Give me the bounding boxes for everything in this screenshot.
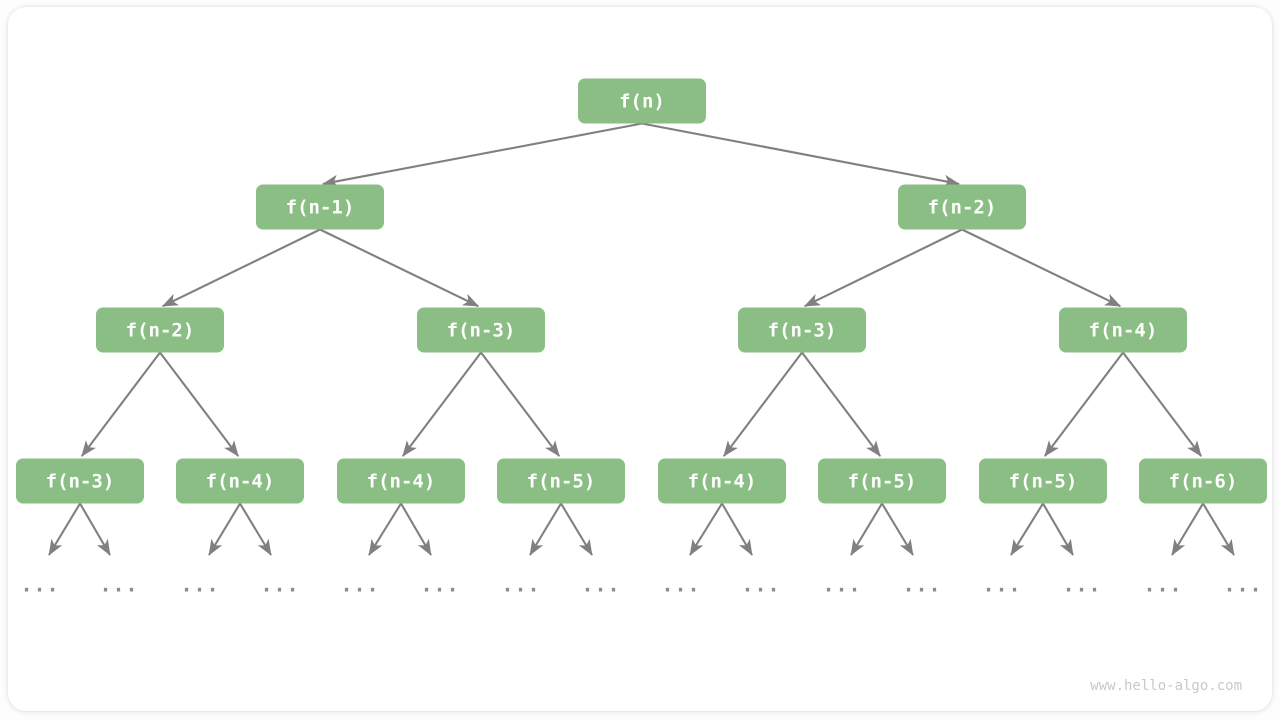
tree-node-label: f(n-4)	[206, 471, 275, 493]
tree-node[interactable]: f(n-3)	[16, 458, 144, 504]
tree-node-label: f(n-2)	[126, 320, 195, 342]
tree-edge-leaf	[1171, 502, 1204, 556]
ellipsis-marker: ...	[1143, 573, 1182, 597]
tree-edge-leaf	[881, 502, 914, 556]
tree-node-label: f(n-5)	[527, 471, 596, 493]
tree-node-box	[658, 458, 786, 504]
tree-node-label: f(n-6)	[1169, 471, 1238, 493]
tree-node-box	[337, 458, 465, 504]
tree-node-box	[497, 458, 625, 504]
tree-node-label: f(n-3)	[447, 320, 516, 342]
tree-edge	[1122, 351, 1203, 457]
tree-edge	[80, 351, 161, 457]
tree-node-box	[1139, 458, 1267, 504]
tree-edge-leaf	[689, 502, 723, 556]
tree-edge	[322, 122, 643, 188]
tree-edge	[319, 228, 480, 308]
tree-node[interactable]: f(n-4)	[176, 458, 304, 504]
tree-node-box	[738, 307, 866, 353]
tree-node[interactable]: f(n-4)	[337, 458, 465, 504]
tree-node-box	[16, 458, 144, 504]
ellipsis-marker: ...	[99, 573, 138, 597]
tree-node[interactable]: f(n-5)	[497, 458, 625, 504]
tree-edge-leaf	[239, 502, 272, 556]
tree-node[interactable]: f(n-5)	[818, 458, 946, 504]
edges-layer	[80, 122, 1203, 457]
ellipsis-marker: ...	[822, 573, 861, 597]
ellipsis-marker: ...	[420, 573, 459, 597]
ellipsis-marker: ...	[982, 573, 1021, 597]
tree-node-box	[256, 184, 384, 230]
tree-node[interactable]: f(n-2)	[96, 307, 224, 353]
tree-node-box	[1059, 307, 1187, 353]
tree-edge-leaf	[208, 502, 241, 556]
tree-edge	[801, 351, 882, 457]
tree-node-box	[578, 78, 706, 124]
ellipsis-marker: ...	[661, 573, 700, 597]
tree-edge-leaf	[368, 502, 402, 556]
ellipsis-layer: ........................................…	[20, 573, 1262, 597]
tree-edge-leaf	[48, 502, 81, 556]
tree-edge	[1043, 351, 1124, 457]
tree-edge-leaf	[721, 502, 753, 556]
tree-node-label: f(n-4)	[1089, 320, 1158, 342]
ellipsis-marker: ...	[902, 573, 941, 597]
tree-edge-leaf	[1010, 502, 1044, 556]
nodes-layer: f(n) f(n-1) f(n-2) f(n-2) f(n-3) f(n-3) f(n-4)…	[16, 78, 1267, 504]
ellipsis-marker: ...	[1223, 573, 1262, 597]
tree-node[interactable]: f(n)	[578, 78, 706, 124]
watermark: www.hello-algo.com	[1090, 678, 1242, 694]
tree-node-label: f(n-1)	[286, 197, 355, 219]
tree-edge	[803, 228, 963, 308]
tree-edge	[722, 351, 803, 457]
tree-node[interactable]: f(n-1)	[256, 184, 384, 230]
tree-node[interactable]: f(n-4)	[1059, 307, 1187, 353]
tree-node-label: f(n-5)	[1009, 471, 1078, 493]
tree-node-label: f(n-4)	[367, 471, 436, 493]
tree-node-label: f(n)	[619, 91, 665, 113]
tree-edge-leaf	[560, 502, 593, 556]
ellipsis-edges-layer	[48, 502, 1235, 556]
tree-edge-leaf	[1042, 502, 1074, 556]
tree-node[interactable]: f(n-2)	[898, 184, 1026, 230]
tree-node[interactable]: f(n-3)	[738, 307, 866, 353]
ellipsis-marker: ...	[1062, 573, 1101, 597]
tree-node-label: f(n-3)	[768, 320, 837, 342]
tree-node[interactable]: f(n-3)	[417, 307, 545, 353]
tree-edge	[401, 351, 482, 457]
tree-node[interactable]: f(n-6)	[1139, 458, 1267, 504]
ellipsis-marker: ...	[180, 573, 219, 597]
tree-node[interactable]: f(n-5)	[979, 458, 1107, 504]
tree-edge-leaf	[529, 502, 562, 556]
tree-node-label: f(n-5)	[848, 471, 917, 493]
tree-node-label: f(n-4)	[688, 471, 757, 493]
tree-edge	[159, 351, 240, 457]
ellipsis-marker: ...	[20, 573, 59, 597]
tree-node-box	[176, 458, 304, 504]
tree-edge-leaf	[400, 502, 432, 556]
ellipsis-marker: ...	[340, 573, 379, 597]
ellipsis-marker: ...	[581, 573, 620, 597]
tree-node-label: f(n-2)	[928, 197, 997, 219]
ellipsis-marker: ...	[741, 573, 780, 597]
ellipsis-marker: ...	[501, 573, 540, 597]
ellipsis-marker: ...	[260, 573, 299, 597]
tree-edge-leaf	[1202, 502, 1235, 556]
tree-edge	[480, 351, 561, 457]
tree-node-label: f(n-3)	[46, 471, 115, 493]
tree-edge-leaf	[850, 502, 883, 556]
tree-edge	[641, 122, 960, 188]
tree-edge	[961, 228, 1122, 308]
tree-node[interactable]: f(n-4)	[658, 458, 786, 504]
tree-edge	[161, 228, 321, 308]
tree-edge-leaf	[79, 502, 111, 556]
tree-node-box	[96, 307, 224, 353]
tree-node-box	[898, 184, 1026, 230]
tree-node-box	[979, 458, 1107, 504]
tree-node-box	[818, 458, 946, 504]
tree-node-box	[417, 307, 545, 353]
